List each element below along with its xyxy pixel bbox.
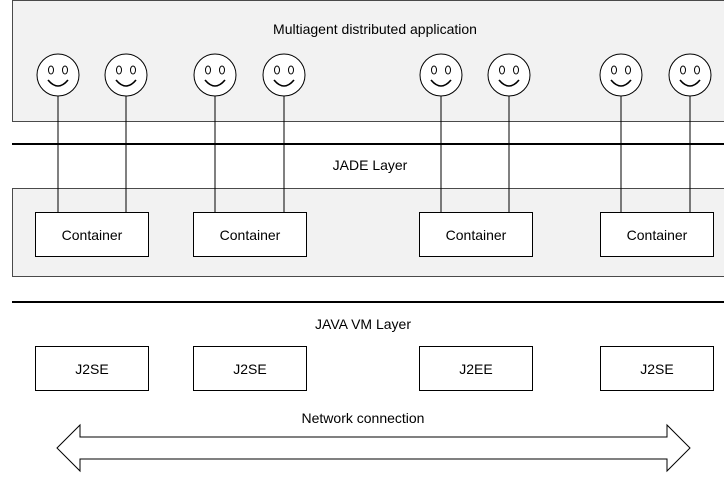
jade-layer-title: JADE Layer	[332, 157, 408, 173]
application-layer-title: Multiagent distributed application	[273, 21, 477, 37]
runtime-box-4: J2SE	[600, 346, 714, 391]
smiley-face-icon	[668, 53, 712, 97]
smiley-face-icon	[487, 53, 531, 97]
network-double-arrow	[56, 423, 691, 473]
container-box-3: Container	[419, 212, 533, 257]
smiley-face-icon	[104, 53, 148, 97]
jvm-layer-divider	[12, 301, 724, 303]
jvm-layer-title: JAVA VM Layer	[315, 316, 411, 332]
smiley-face-icon	[419, 53, 463, 97]
container-box-1: Container	[35, 212, 149, 257]
smiley-face-icon	[599, 53, 643, 97]
jade-layer-divider	[12, 143, 724, 145]
runtime-box-1: J2SE	[35, 346, 149, 391]
container-box-2: Container	[193, 212, 307, 257]
container-box-4: Container	[600, 212, 714, 257]
smiley-face-icon	[262, 53, 306, 97]
smiley-face-icon	[193, 53, 237, 97]
network-connection-label: Network connection	[301, 410, 425, 426]
runtime-box-3: J2EE	[419, 346, 533, 391]
runtime-box-2: J2SE	[193, 346, 307, 391]
smiley-face-icon	[36, 53, 80, 97]
